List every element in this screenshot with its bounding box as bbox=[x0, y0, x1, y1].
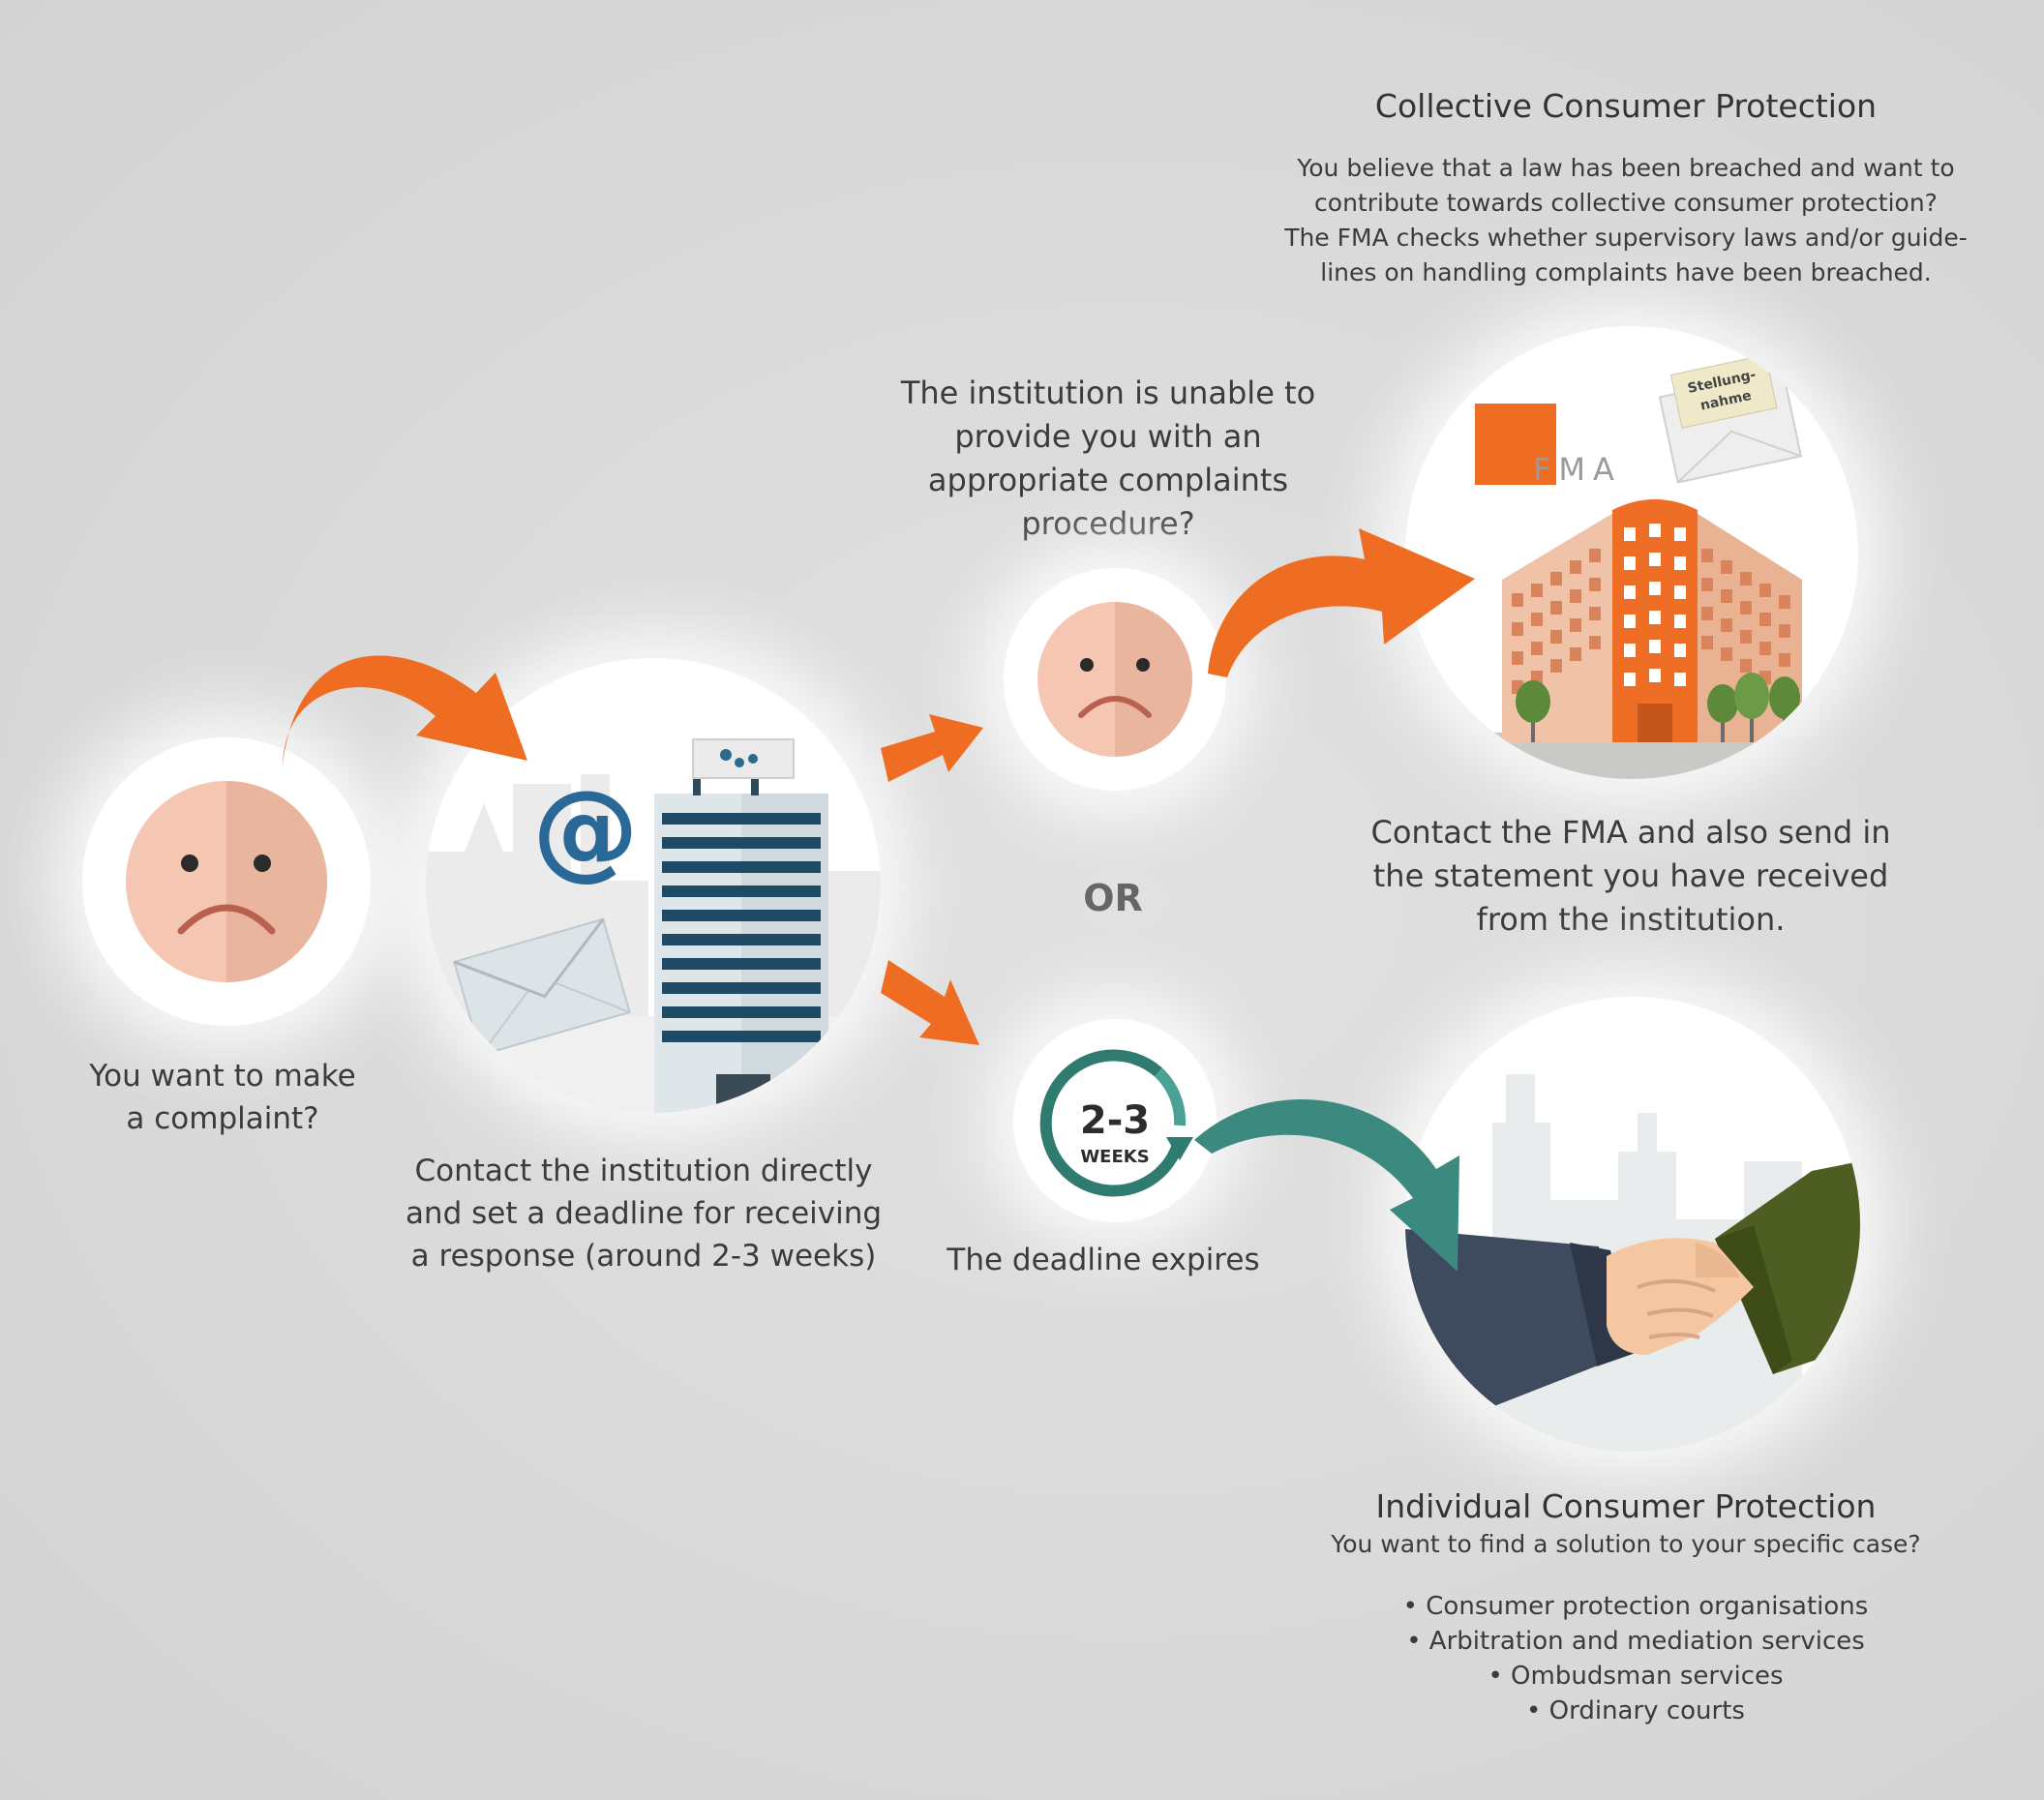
collective-line4: lines on handling complaints have been b… bbox=[1320, 258, 1932, 286]
contact-institution-circle: @ bbox=[426, 658, 881, 1113]
arrow-to-deadline bbox=[881, 960, 979, 1045]
at-sign-icon: @ bbox=[532, 767, 639, 891]
unable-label: The institution is unable to provide you… bbox=[871, 372, 1345, 546]
contact-institution-label: Contact the institution directly and set… bbox=[387, 1150, 900, 1277]
arrow-to-unable bbox=[881, 714, 983, 782]
complaint-circle bbox=[82, 737, 371, 1026]
list-item: Arbitration and mediation services bbox=[1297, 1624, 1974, 1659]
unable-label-line1: The institution is unable to bbox=[900, 375, 1316, 411]
unable-circle bbox=[1004, 568, 1226, 791]
deadline-circle: 2-3 WEEKS bbox=[1013, 1019, 1217, 1222]
complaint-label-line1: You want to make bbox=[89, 1059, 356, 1094]
complaint-label: You want to make a complaint? bbox=[39, 1055, 406, 1140]
envelope-icon: Stellung- nahme bbox=[1658, 354, 1803, 484]
list-item: Ombudsman services bbox=[1297, 1659, 1974, 1694]
contact-label-line2: and set a deadline for receiving bbox=[405, 1196, 883, 1231]
fma-logo-text: FMA bbox=[1533, 451, 1622, 488]
unable-label-line4: procedure? bbox=[1021, 505, 1195, 542]
handshake-circle bbox=[1405, 997, 1860, 1452]
fma-label-line2: the statement you have received bbox=[1372, 857, 1889, 894]
collective-title: Collective Consumer Protection bbox=[1374, 87, 1878, 125]
sad-face-icon bbox=[126, 781, 327, 982]
arrow-deadline-to-individual bbox=[1194, 1099, 1459, 1272]
fma-label-line1: Contact the FMA and also send in bbox=[1370, 814, 1891, 851]
collective-description: You believe that a law has been breached… bbox=[1248, 151, 2003, 290]
unable-label-line3: appropriate complaints bbox=[927, 462, 1289, 498]
handshake-icon bbox=[1405, 1074, 1860, 1452]
fma-label-line3: from the institution. bbox=[1476, 901, 1786, 938]
or-separator: OR bbox=[1083, 877, 1143, 919]
deadline-label: The deadline expires bbox=[947, 1243, 1260, 1277]
sad-face-icon bbox=[1037, 602, 1192, 757]
list-item: Ordinary courts bbox=[1297, 1694, 1974, 1728]
individual-title: Individual Consumer Protection bbox=[1375, 1487, 1877, 1525]
collective-line2: contribute towards collective consumer p… bbox=[1314, 189, 1938, 217]
contact-label-line3: a response (around 2-3 weeks) bbox=[410, 1239, 877, 1274]
deadline-badge-unit: WEEKS bbox=[1080, 1147, 1149, 1167]
svg-text:@: @ bbox=[532, 767, 639, 891]
fma-building-icon: FMA Stellung- nahme bbox=[1405, 354, 1858, 779]
complaint-label-line2: a complaint? bbox=[126, 1101, 319, 1136]
fma-circle: FMA Stellung- nahme bbox=[1405, 326, 1858, 779]
arrow-unable-to-fma bbox=[1208, 528, 1475, 677]
arrow-complaint-to-contact bbox=[283, 655, 527, 765]
unable-label-line2: provide you with an bbox=[954, 418, 1262, 455]
fma-label: Contact the FMA and also send in the sta… bbox=[1345, 811, 1916, 942]
collective-line3: The FMA checks whether supervisory laws … bbox=[1284, 224, 1968, 252]
individual-subtitle: You want to find a solution to your spec… bbox=[1331, 1530, 1921, 1558]
list-item: Consumer protection organisations bbox=[1297, 1589, 1974, 1624]
clock-arrow-icon: 2-3 WEEKS bbox=[1039, 1049, 1193, 1197]
envelope-icon bbox=[453, 917, 631, 1057]
collective-line1: You believe that a law has been breached… bbox=[1297, 154, 1955, 182]
deadline-badge-number: 2-3 bbox=[1080, 1098, 1150, 1143]
contact-label-line1: Contact the institution directly bbox=[414, 1154, 873, 1188]
individual-options-list: Consumer protection organisations Arbitr… bbox=[1297, 1589, 1974, 1728]
